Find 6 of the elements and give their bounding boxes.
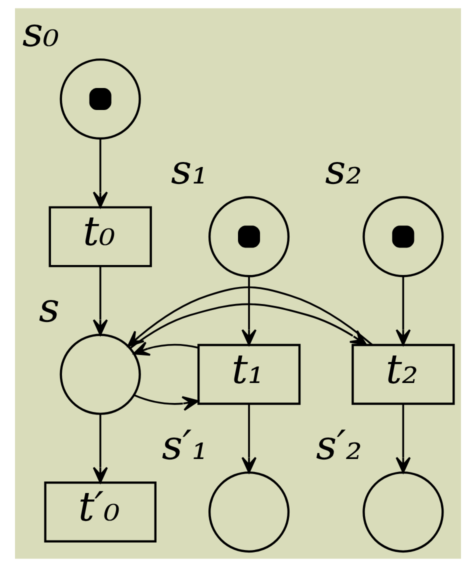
node-label: s₁ [170,146,208,194]
node-label: s′₁ [161,422,208,469]
node-label: s₀ [22,9,59,56]
node-label: s [38,284,60,332]
node-label: s′₂ [316,422,362,469]
node-label: s₂ [324,146,362,194]
